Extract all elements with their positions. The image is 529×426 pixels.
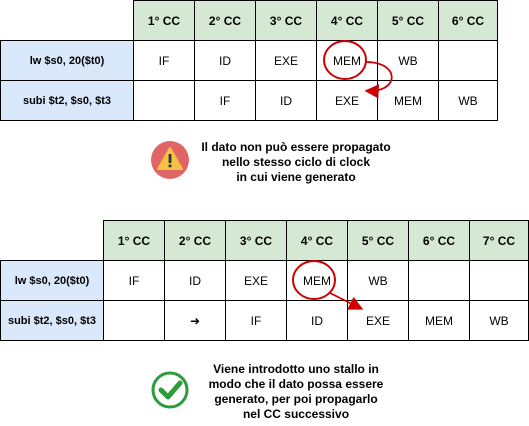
d1-row-label-lw: lw $s0, 20($t0)	[0, 40, 134, 81]
d1-header-cc3: 3° CC	[255, 0, 317, 41]
d2-r1-cc2: ID	[164, 260, 226, 301]
d2-r2-cc4: ID	[286, 300, 348, 341]
d2-header-cc3: 3° CC	[225, 220, 287, 261]
d2-r1-cc7	[469, 260, 529, 301]
d2-forward-arrow	[329, 292, 364, 310]
d1-header-cc1: 1° CC	[133, 0, 195, 41]
d1-note: Il dato non può essere propagato nello s…	[196, 140, 396, 185]
check-icon	[151, 371, 189, 409]
d2-header-cc6: 6° CC	[408, 220, 470, 261]
d1-row-label-subi: subi $t2, $s0, $t3	[0, 80, 134, 121]
d1-r2-cc1	[133, 80, 195, 121]
d2-note-line-4: nel CC successivo	[242, 407, 350, 421]
d1-forward-arrow	[364, 61, 393, 99]
warning-icon	[151, 141, 189, 179]
d1-r2-cc6: WB	[438, 80, 498, 121]
d1-note-line-2: nello stesso ciclo di clock	[221, 155, 371, 169]
d2-header-cc5: 5° CC	[347, 220, 409, 261]
d2-header-cc2: 2° CC	[164, 220, 226, 261]
d2-header-cc4: 4° CC	[286, 220, 348, 261]
d2-r2-cc6: MEM	[408, 300, 470, 341]
d1-mem-highlight	[323, 40, 367, 80]
d2-note: Viene introdotto uno stallo in modo che …	[196, 362, 396, 422]
d2-note-line-3: generato, per poi propagarlo	[214, 392, 378, 406]
d2-r2-cc1	[103, 300, 165, 341]
d1-header-cc6: 6° CC	[438, 0, 498, 41]
d1-header-cc5: 5° CC	[377, 0, 439, 41]
d1-note-line-3: in cui viene generato	[236, 170, 356, 184]
d2-mem-highlight	[292, 260, 336, 300]
d2-note-line-2: modo che il dato possa essere	[208, 377, 384, 391]
d1-r1-cc4: MEM	[316, 40, 378, 81]
d2-r2-cc2-stall-arrow: ➜	[164, 300, 226, 341]
d2-row-label-subi: subi $t2, $s0, $t3	[0, 300, 104, 341]
d2-r1-cc4: MEM	[286, 260, 348, 301]
d2-note-line-1: Viene introdotto uno stallo in	[213, 362, 379, 376]
d1-note-line-1: Il dato non può essere propagato	[201, 140, 391, 154]
